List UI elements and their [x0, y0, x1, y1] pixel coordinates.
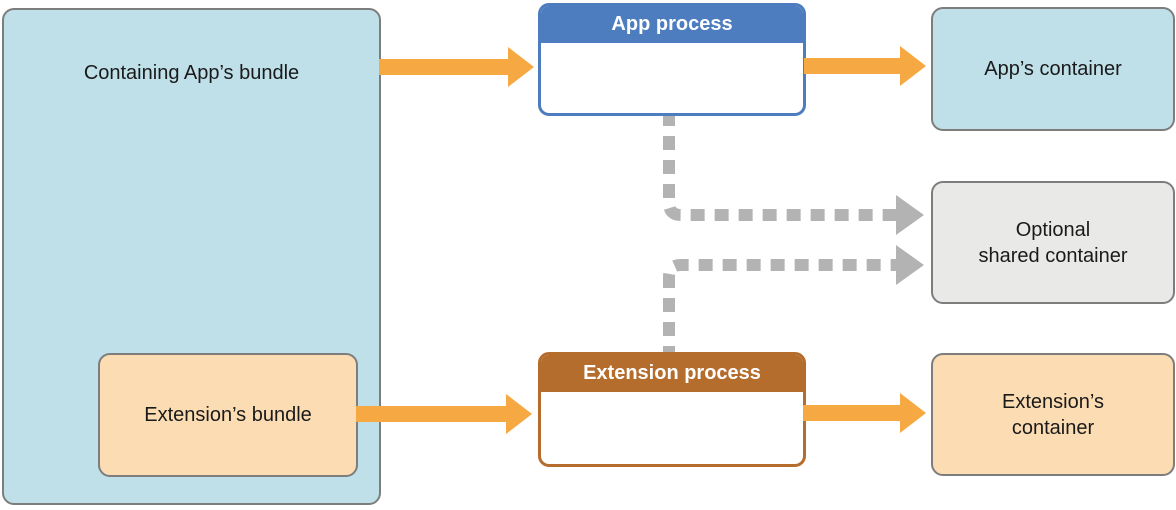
- arrow-bundle-to-app-process: [379, 47, 534, 87]
- extension-container-label: Extension’s container: [1002, 390, 1104, 439]
- arrowhead-icon: [896, 245, 924, 285]
- containing-app-bundle-label: Containing App’s bundle: [83, 62, 300, 84]
- dashed-arrow-extension-process-to-shared-container: [663, 245, 924, 360]
- shared-container-box: Optional shared container: [931, 181, 1175, 304]
- arrow-app-process-to-app-container: [804, 46, 926, 86]
- app-process-title: App process: [541, 6, 803, 43]
- extension-process-box: Extension process: [538, 352, 806, 467]
- app-process-box: App process: [538, 3, 806, 116]
- extension-container-box: Extension’s container: [931, 353, 1175, 476]
- dashed-elbow-line: [663, 112, 897, 221]
- extension-bundle-label: Extension’s bundle: [144, 404, 312, 426]
- app-container-label: App’s container: [984, 58, 1122, 80]
- extension-bundle-box: Extension’s bundle: [98, 353, 358, 477]
- dashed-arrow-app-process-to-shared-container: [663, 112, 924, 235]
- app-container-box: App’s container: [931, 7, 1175, 131]
- dashed-elbow-line: [663, 259, 897, 360]
- arrow-extension-process-to-extension-container: [803, 393, 926, 433]
- arrowhead-icon: [896, 195, 924, 235]
- arrow-extension-bundle-to-extension-process: [356, 394, 532, 434]
- extension-process-title: Extension process: [541, 355, 803, 392]
- shared-container-label: Optional shared container: [978, 218, 1128, 267]
